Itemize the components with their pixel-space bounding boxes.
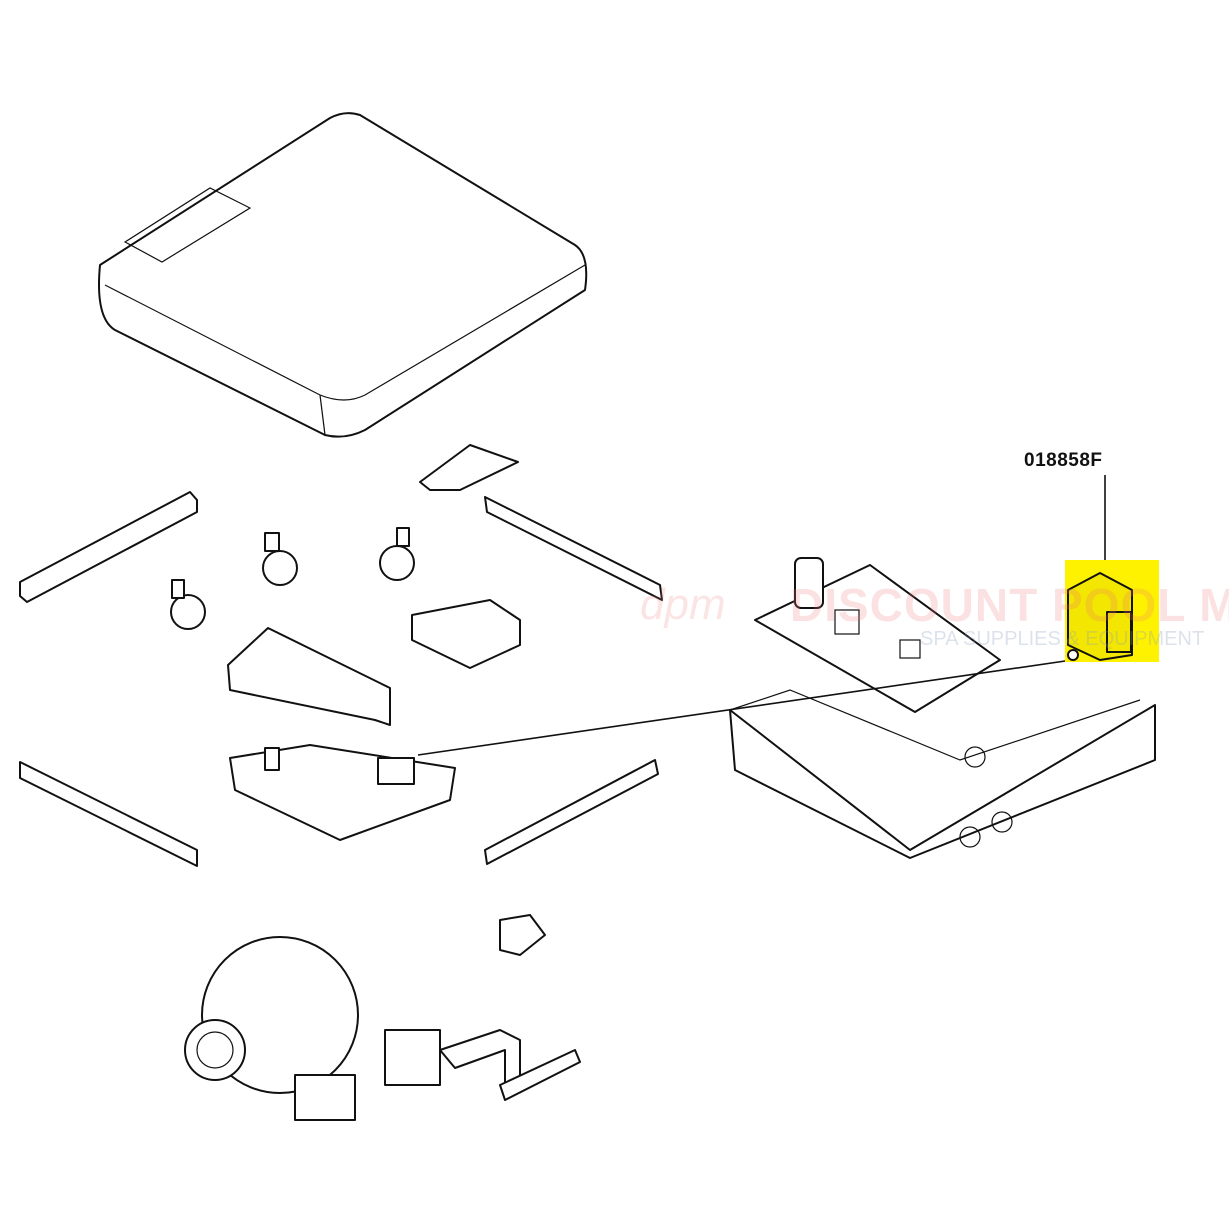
pressure-switch-2 bbox=[379, 527, 415, 581]
side-rail-left-bottom bbox=[19, 761, 198, 867]
combustion-blower bbox=[184, 936, 359, 1121]
top-cover bbox=[98, 112, 588, 438]
leader-line-board bbox=[417, 659, 1073, 756]
gas-valve bbox=[384, 1029, 581, 1101]
transformer-highlight[interactable] bbox=[1065, 560, 1159, 662]
watermark-logo: dpm bbox=[640, 580, 726, 629]
pressure-switch-1 bbox=[262, 532, 298, 586]
watermark-tagline: SPA SUPPLIES & EQUIPMENT bbox=[920, 628, 1205, 650]
side-rail-right-bottom bbox=[484, 759, 659, 865]
ignition-control-board bbox=[229, 744, 456, 841]
side-rail-right-top bbox=[484, 496, 663, 601]
cover-plate-1 bbox=[411, 599, 521, 669]
cover-plate-2 bbox=[227, 627, 391, 726]
mounting-bracket bbox=[419, 444, 519, 491]
main-control-board bbox=[754, 557, 1001, 713]
base-pan bbox=[729, 689, 1156, 859]
pressure-switch-3 bbox=[170, 579, 206, 630]
part-number-label: 018858F bbox=[1024, 450, 1103, 471]
side-rail-left-top bbox=[19, 491, 198, 603]
watermark-brand: DISCOUNT POOL MART bbox=[790, 579, 1229, 631]
small-clip bbox=[499, 914, 546, 956]
